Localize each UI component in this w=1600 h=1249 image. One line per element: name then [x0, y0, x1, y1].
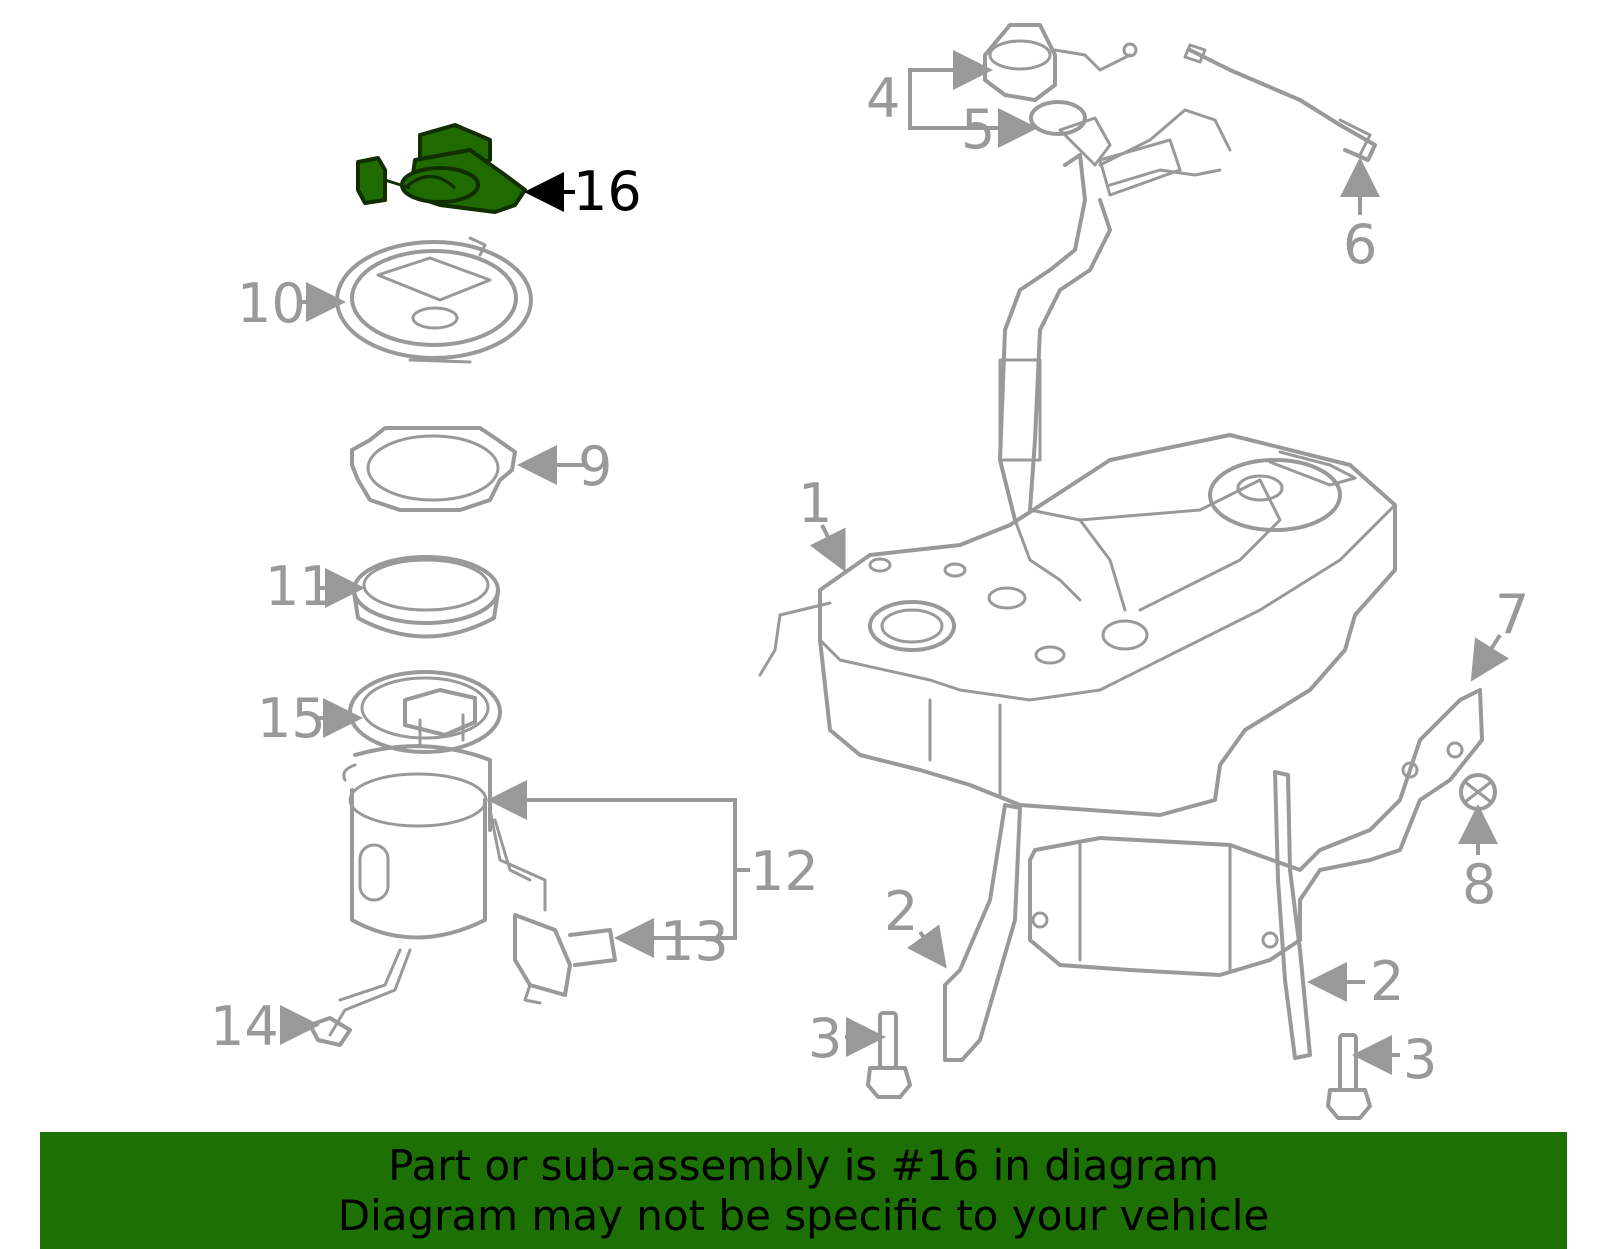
callout-lines: [280, 50, 1509, 1075]
callout-9[interactable]: 9: [578, 435, 612, 498]
part-4-fuel-cap[interactable]: [983, 23, 1138, 102]
part-10-lock-ring[interactable]: [335, 236, 533, 364]
callout-13[interactable]: 13: [660, 910, 729, 973]
banner-line-1: Part or sub-assembly is #16 in diagram: [388, 1140, 1219, 1190]
part-5-gasket[interactable]: [1029, 100, 1087, 136]
part-15-pump-flange[interactable]: [348, 670, 502, 754]
part-1-fuel-tank[interactable]: [758, 433, 1397, 817]
callout-11[interactable]: 11: [265, 555, 334, 618]
part-6-sensor-wire[interactable]: [1183, 43, 1377, 162]
part-7-heat-shield[interactable]: [1028, 688, 1484, 977]
callout-8[interactable]: 8: [1462, 853, 1496, 916]
callout-12[interactable]: 12: [750, 840, 819, 903]
callout-3-left[interactable]: 3: [808, 1007, 842, 1070]
part-3-bolt-left[interactable]: [866, 1011, 912, 1099]
part-3-bolt-right[interactable]: [1326, 1033, 1372, 1120]
callout-1[interactable]: 1: [798, 472, 832, 535]
callout-16[interactable]: 16: [573, 160, 642, 223]
callout-6[interactable]: 6: [1343, 213, 1377, 276]
callout-3-right[interactable]: 3: [1403, 1028, 1437, 1091]
part-2-strap-right[interactable]: [1273, 770, 1312, 1060]
filler-neck[interactable]: [998, 108, 1282, 612]
part-14-connector[interactable]: [308, 1016, 352, 1047]
info-banner: Part or sub-assembly is #16 in diagram D…: [40, 1132, 1567, 1249]
callout-4[interactable]: 4: [866, 67, 900, 130]
callout-10[interactable]: 10: [237, 272, 306, 335]
part-8-grommet[interactable]: [1459, 773, 1497, 811]
banner-line-2: Diagram may not be specific to your vehi…: [337, 1190, 1270, 1240]
callout-5[interactable]: 5: [961, 98, 995, 161]
callout-15[interactable]: 15: [257, 687, 326, 750]
part-12-pump-assembly[interactable]: [328, 744, 547, 1037]
part-11-seal[interactable]: [352, 555, 500, 639]
part-9-retaining-ring[interactable]: [350, 426, 517, 512]
part-13-bracket[interactable]: [513, 913, 617, 1005]
part-2-strap-left[interactable]: [943, 803, 1022, 1062]
callout-numbers: 4 5 6 1 7 8 2 2 3 3 10 9 11 15 12 13 14 …: [210, 67, 1529, 1091]
callout-2-left[interactable]: 2: [884, 880, 918, 943]
callout-2-right[interactable]: 2: [1370, 950, 1404, 1013]
callout-14[interactable]: 14: [210, 995, 279, 1058]
callout-7[interactable]: 7: [1495, 583, 1529, 646]
part-16-sender-unit[interactable]: [356, 123, 527, 214]
